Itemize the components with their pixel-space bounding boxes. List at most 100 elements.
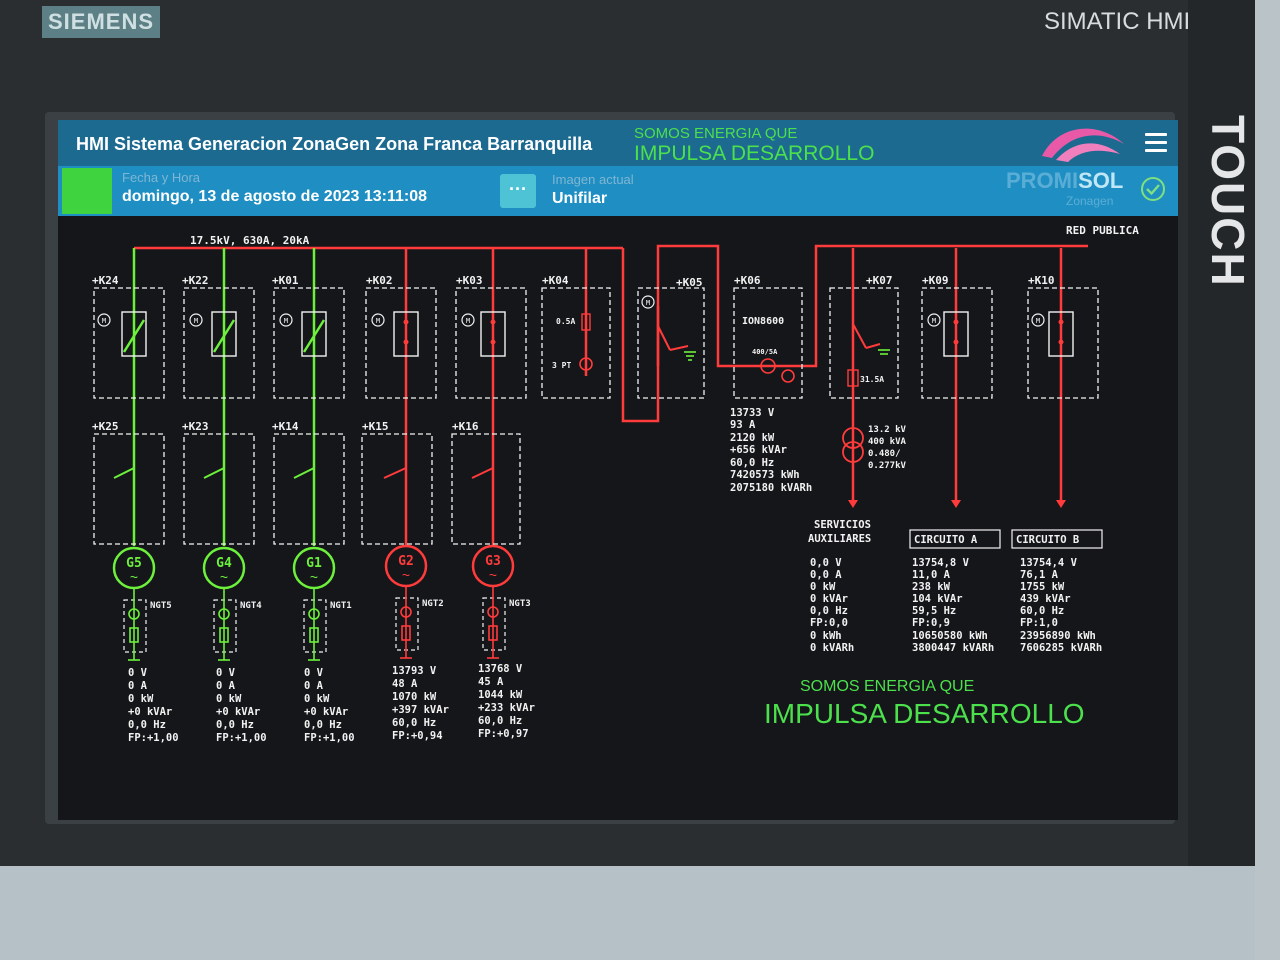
k07-fuse-label: 31.5A (860, 375, 884, 384)
k06-ct-label: 400/5A (752, 348, 778, 356)
cell-label-k14: +K14 (272, 420, 299, 433)
svg-text:10650580 kWh: 10650580 kWh (912, 630, 988, 642)
svg-text:0 V: 0 V (216, 667, 236, 679)
transformer-icon (842, 427, 864, 463)
lower-cell-boxes (93, 433, 521, 545)
ion-meter-readings: 13733 V 93 A 2120 kW +656 kVAr 60,0 Hz 7… (730, 407, 812, 494)
bezel-side-strip (1188, 0, 1255, 866)
app-title: HMI Sistema Generacion ZonaGen Zona Fran… (76, 134, 593, 154)
top-cell-boxes (93, 287, 1099, 399)
generator-g4[interactable]: G4 ~ (202, 546, 246, 590)
svg-text:AUXILIARES: AUXILIARES (808, 533, 871, 545)
svg-text:13.2 kV: 13.2 kV (868, 425, 907, 435)
screen-select-button[interactable]: ··· (500, 174, 536, 208)
svg-text:+0 kVAr: +0 kVAr (128, 706, 172, 718)
feeder-arrows (848, 500, 1066, 508)
svg-text:0,0 Hz: 0,0 Hz (216, 719, 254, 731)
hmi-screen: HMI Sistema Generacion ZonaGen Zona Fran… (58, 120, 1178, 820)
generator-g2[interactable]: G2 ~ (384, 544, 428, 588)
current-image-value: Unifilar (552, 190, 608, 207)
cell-label-k04: +K04 (542, 274, 569, 287)
cell-label-k16: +K16 (452, 420, 479, 433)
svg-text:1070 kW: 1070 kW (392, 691, 437, 703)
k07-fuse-icon (847, 369, 859, 387)
svg-text:45 A: 45 A (478, 676, 504, 688)
slogan-bottom-line1: SOMOS ENERGIA QUE (800, 678, 975, 695)
cell-label-k10: +K10 (1028, 274, 1055, 287)
red-publica-label: RED PUBLICA (1066, 224, 1139, 237)
status-indicator (62, 168, 112, 214)
cell-label-k15: +K15 (362, 420, 389, 433)
green-feeders (132, 248, 316, 546)
svg-text:60,0 Hz: 60,0 Hz (1020, 605, 1064, 617)
ngt4-label: NGT4 (240, 601, 262, 611)
svg-text:~: ~ (489, 567, 497, 583)
siemens-logo: SIEMENS (42, 6, 161, 38)
cell-label-k07: +K07 (866, 274, 893, 287)
svg-text:400 kVA: 400 kVA (868, 437, 907, 447)
g5-readings: 0 V 0 A 0 kW +0 kVAr 0,0 Hz FP:+1,00 (128, 667, 179, 744)
svg-text:60,0 Hz: 60,0 Hz (392, 717, 436, 729)
generator-g1[interactable]: G1 ~ (292, 546, 336, 590)
ngt1-label: NGT1 (330, 601, 352, 611)
cell-label-k09: +K09 (922, 274, 949, 287)
svg-text:0 kW: 0 kW (304, 693, 330, 705)
info-bar: Fecha y Hora domingo, 13 de agosto de 20… (58, 166, 1178, 216)
svg-text:48 A: 48 A (392, 678, 418, 690)
cell-label-k25: +K25 (92, 420, 119, 433)
check-circle-icon[interactable] (1140, 176, 1166, 202)
svg-text:0 A: 0 A (304, 680, 324, 692)
hamburger-menu-icon[interactable] (1145, 133, 1167, 153)
svg-text:CIRCUITO B: CIRCUITO B (1016, 534, 1079, 546)
svg-text:13754,4 V: 13754,4 V (1020, 557, 1078, 569)
svg-text:0.277kV: 0.277kV (868, 461, 907, 471)
svg-text:59,5 Hz: 59,5 Hz (912, 605, 956, 617)
ngt-symbols (128, 586, 499, 661)
svg-text:13793 V: 13793 V (392, 665, 437, 677)
g3-readings: 13768 V 45 A 1044 kW +233 kVAr 60,0 Hz F… (478, 663, 535, 740)
svg-text:FP:+0,94: FP:+0,94 (392, 730, 443, 742)
svg-text:7420573 kWh: 7420573 kWh (730, 469, 800, 481)
svg-text:G5: G5 (126, 556, 142, 571)
circuito-a-title-box (909, 529, 1001, 549)
cell-label-k05: +K05 (676, 276, 703, 289)
cell-label-k24: +K24 (92, 274, 119, 287)
svg-text:60,0 Hz: 60,0 Hz (478, 715, 522, 727)
svg-text:FP:+1,00: FP:+1,00 (216, 732, 267, 744)
g2-readings: 13793 V 48 A 1070 kW +397 kVAr 60,0 Hz F… (392, 665, 449, 742)
svg-text:11,0 A: 11,0 A (912, 569, 951, 581)
k06-meter-icon (781, 369, 795, 383)
svg-text:0 A: 0 A (216, 680, 236, 692)
title-bar: HMI Sistema Generacion ZonaGen Zona Fran… (58, 120, 1178, 166)
date-value: domingo, 13 de agosto de 2023 13:11:08 (122, 188, 427, 205)
generator-g5[interactable]: G5 ~ (112, 546, 156, 590)
svg-text:0 A: 0 A (128, 680, 148, 692)
svg-text:0 kVARh: 0 kVARh (810, 642, 854, 654)
svg-text:0,0 A: 0,0 A (810, 569, 842, 581)
svg-text:FP:+1,00: FP:+1,00 (304, 732, 355, 744)
bus-rating-label: 17.5kV, 630A, 20kA (190, 234, 310, 247)
svg-text:FP:+0,97: FP:+0,97 (478, 728, 529, 740)
svg-text:2075180 kVARh: 2075180 kVARh (730, 482, 812, 494)
device-model: SIMATIC HMI (1044, 8, 1191, 35)
promisol-logo: PROMISOL (1006, 168, 1124, 193)
slogan-bottom-line2: IMPULSA DESARROLLO (764, 698, 1085, 729)
svg-text:+233 kVAr: +233 kVAr (478, 702, 535, 714)
svg-text:0 V: 0 V (304, 667, 324, 679)
ngt3-label: NGT3 (509, 599, 531, 609)
single-line-diagram: M 17.5kV, 630A, 20kA RED PUBLICA (92, 224, 1139, 744)
cell-label-k22: +K22 (182, 274, 209, 287)
svg-text:0,0 Hz: 0,0 Hz (304, 719, 342, 731)
generator-g3[interactable]: G3 ~ (471, 544, 515, 588)
svg-text:0 kW: 0 kW (128, 693, 154, 705)
svg-text:13768 V: 13768 V (478, 663, 523, 675)
svg-text:0 kVAr: 0 kVAr (810, 593, 848, 605)
transformer-ratings: 13.2 kV 400 kVA 0.480/ 0.277kV (868, 425, 907, 471)
svg-text:+397 kVAr: +397 kVAr (392, 704, 449, 716)
red-feeders (404, 248, 1063, 546)
top-cell-breakers (121, 311, 1074, 357)
svg-text:13754,8 V: 13754,8 V (912, 557, 970, 569)
svg-text:+656 kVAr: +656 kVAr (730, 444, 787, 456)
svg-text:7606285 kVARh: 7606285 kVARh (1020, 642, 1102, 654)
svg-text:0,0 V: 0,0 V (810, 557, 842, 569)
